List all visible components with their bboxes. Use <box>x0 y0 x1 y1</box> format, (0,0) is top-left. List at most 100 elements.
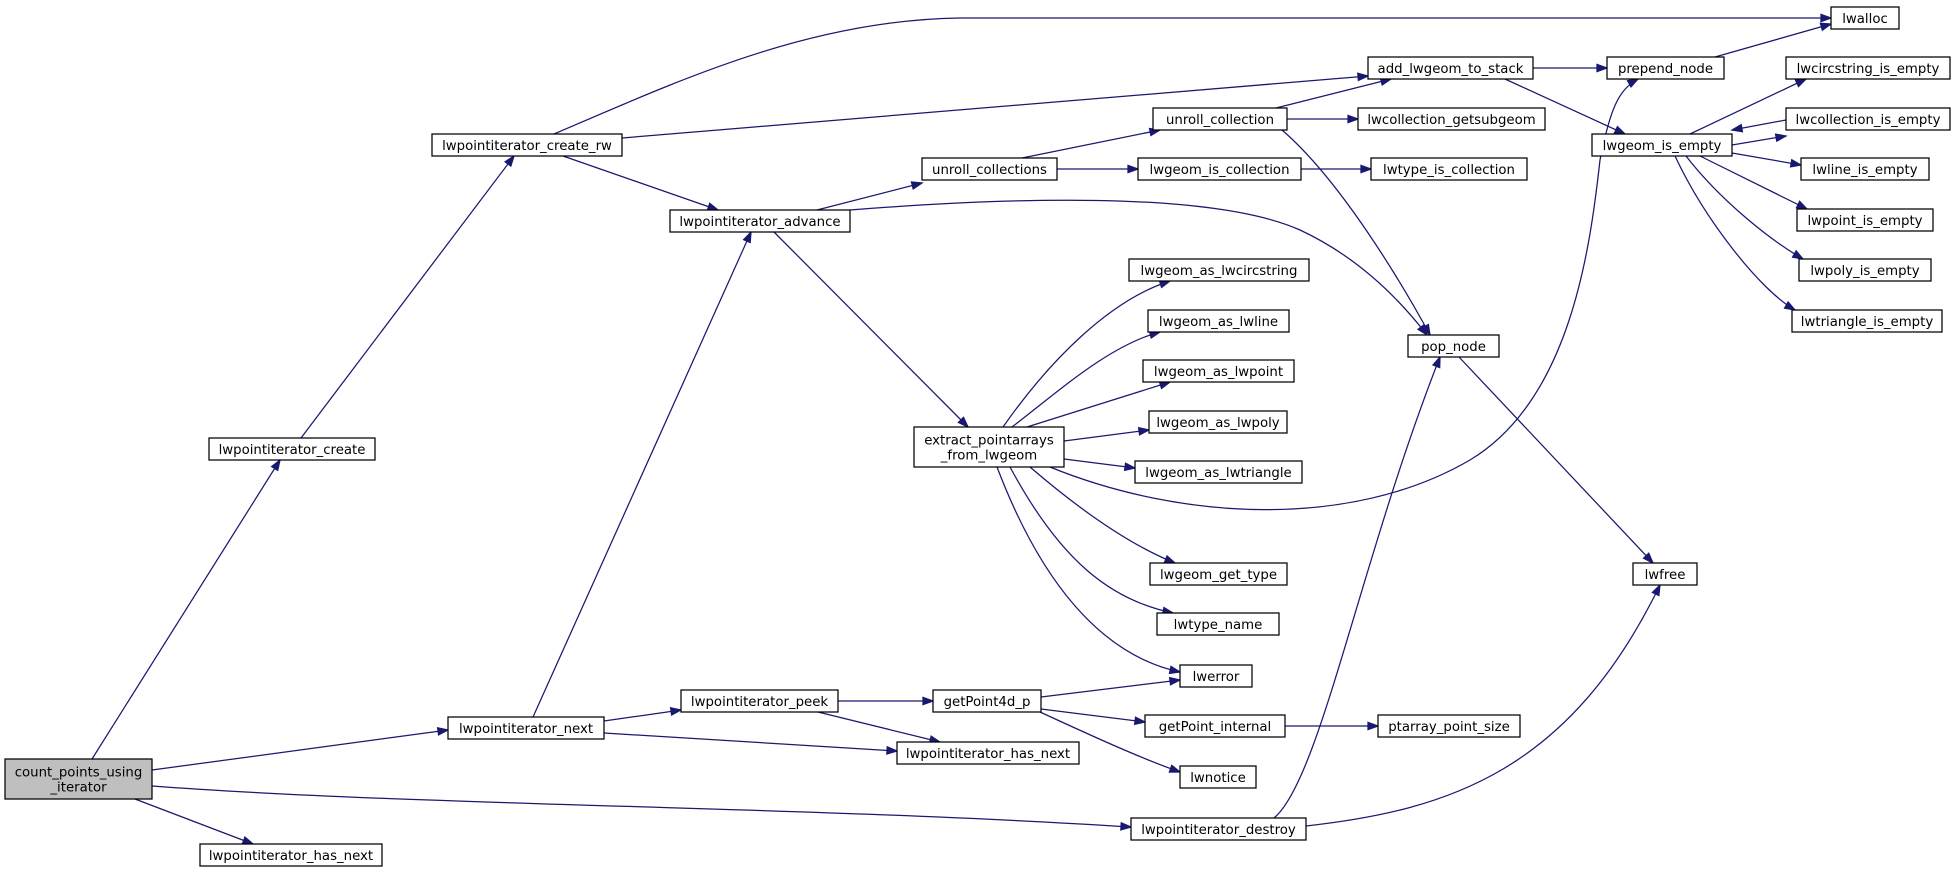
node-lwgeom-is-empty[interactable]: lwgeom_is_empty <box>1591 133 1733 157</box>
node-lwpointiterator-next[interactable]: lwpointiterator_next <box>447 716 605 740</box>
node-lwcircstring-is-empty[interactable]: lwcircstring_is_empty <box>1785 56 1951 80</box>
node-box[interactable] <box>1796 208 1934 232</box>
node-lwline-is-empty[interactable]: lwline_is_empty <box>1800 157 1930 181</box>
node-box[interactable] <box>1149 562 1288 586</box>
node-lwpointiterator-has-next-bottom[interactable]: lwpointiterator_has_next <box>199 843 383 867</box>
node-label: count_points_using <box>15 766 143 781</box>
node-box[interactable] <box>1134 460 1303 484</box>
arrowhead <box>1163 554 1177 564</box>
edge-lwcollection_is_empty-to-lwgeom_is_empty <box>1730 119 1787 133</box>
node-box[interactable] <box>1152 107 1288 131</box>
node-box[interactable] <box>1798 258 1932 282</box>
node-getPoint-internal[interactable]: getPoint_internal <box>1144 714 1286 738</box>
node-box[interactable] <box>1800 157 1930 181</box>
node-lwnotice[interactable]: lwnotice <box>1179 765 1257 789</box>
node-lwpoly-is-empty[interactable]: lwpoly_is_empty <box>1798 258 1932 282</box>
node-box[interactable] <box>1830 6 1900 30</box>
node-ptarray-point-size[interactable]: ptarray_point_size <box>1377 714 1521 738</box>
node-box[interactable] <box>1156 612 1280 636</box>
node-box[interactable] <box>208 437 376 461</box>
node-box[interactable] <box>4 758 153 800</box>
node-box[interactable] <box>1357 107 1546 131</box>
node-box[interactable] <box>1785 56 1951 80</box>
node-box[interactable] <box>1370 157 1528 181</box>
node-getPoint4d-p[interactable]: getPoint4d_p <box>932 689 1042 713</box>
node-box[interactable] <box>1591 133 1733 157</box>
node-box[interactable] <box>896 741 1080 765</box>
node-lwerror[interactable]: lwerror <box>1179 664 1253 688</box>
node-lwtriangle-is-empty[interactable]: lwtriangle_is_empty <box>1791 309 1943 333</box>
node-lwgeom-as-lwpoly[interactable]: lwgeom_as_lwpoly <box>1148 410 1288 434</box>
node-lwpointiterator-destroy[interactable]: lwpointiterator_destroy <box>1130 817 1307 841</box>
node-label: lwtype_name <box>1174 618 1263 633</box>
arrowhead <box>1431 355 1441 369</box>
node-lwpointiterator-peek[interactable]: lwpointiterator_peek <box>680 689 839 713</box>
node-box[interactable] <box>1148 410 1288 434</box>
node-add-lwgeom-to-stack[interactable]: add_lwgeom_to_stack <box>1367 56 1534 80</box>
edge-line <box>603 732 898 752</box>
node-box[interactable] <box>669 209 851 233</box>
node-lwtype-is-collection[interactable]: lwtype_is_collection <box>1370 157 1528 181</box>
node-lwcollection-getsubgeom[interactable]: lwcollection_getsubgeom <box>1357 107 1546 131</box>
node-lwgeom-as-lwline[interactable]: lwgeom_as_lwline <box>1147 309 1290 333</box>
node-prepend-node[interactable]: prepend_node <box>1606 56 1725 80</box>
node-unroll-collections[interactable]: unroll_collections <box>921 157 1058 181</box>
node-lwgeom-as-lwcircstring[interactable]: lwgeom_as_lwcircstring <box>1128 258 1310 282</box>
node-box[interactable] <box>1377 714 1521 738</box>
node-lwpointiterator-create[interactable]: lwpointiterator_create <box>208 437 376 461</box>
node-lwgeom-get-type[interactable]: lwgeom_get_type <box>1149 562 1288 586</box>
node-box[interactable] <box>1606 56 1725 80</box>
node-lwpointiterator-has-next-mid[interactable]: lwpointiterator_has_next <box>896 741 1080 765</box>
edge-lwpointiterator_create_rw-to-add_lwgeom_to_stack <box>621 72 1370 139</box>
node-box[interactable] <box>1632 562 1698 586</box>
node-count-points-using-iterator[interactable]: count_points_using_iterator <box>4 758 153 800</box>
node-box[interactable] <box>1367 56 1534 80</box>
node-lwalloc[interactable]: lwalloc <box>1830 6 1900 30</box>
node-box[interactable] <box>680 689 839 713</box>
node-pop-node[interactable]: pop_node <box>1407 334 1500 358</box>
node-unroll-collection[interactable]: unroll_collection <box>1152 107 1288 131</box>
node-box[interactable] <box>1785 107 1951 131</box>
edge-line <box>996 466 1181 673</box>
node-box[interactable] <box>1407 334 1500 358</box>
node-lwgeom-is-collection[interactable]: lwgeom_is_collection <box>1137 157 1302 181</box>
node-lwpointiterator-advance[interactable]: lwpointiterator_advance <box>669 209 851 233</box>
node-lwgeom-as-lwtriangle[interactable]: lwgeom_as_lwtriangle <box>1134 460 1303 484</box>
node-lwcollection-is-empty[interactable]: lwcollection_is_empty <box>1785 107 1951 131</box>
edge-lwgeom_is_empty-to-lwtriangle_is_empty <box>1674 155 1797 311</box>
call-edges <box>91 13 1833 845</box>
node-lwgeom-as-lwpoint[interactable]: lwgeom_as_lwpoint <box>1142 359 1295 383</box>
node-box[interactable] <box>447 716 605 740</box>
node-box[interactable] <box>913 426 1065 468</box>
node-label: lwgeom_as_lwline <box>1159 315 1278 330</box>
arrowhead <box>1794 78 1808 88</box>
node-extract-pointarrays-from-lwgeom[interactable]: extract_pointarrays_from_lwgeom <box>913 426 1065 468</box>
node-box[interactable] <box>1130 817 1307 841</box>
arrowhead <box>1730 123 1744 133</box>
edge-extract_pointarrays_from_lwgeom-to-lwtype_name <box>1009 466 1175 616</box>
node-label: unroll_collection <box>1166 113 1274 128</box>
node-box[interactable] <box>1144 714 1286 738</box>
edge-line <box>1504 78 1626 135</box>
node-box[interactable] <box>1142 359 1295 383</box>
node-box[interactable] <box>932 689 1042 713</box>
node-box[interactable] <box>431 133 623 157</box>
node-box[interactable] <box>1137 157 1302 181</box>
node-lwpoint-is-empty[interactable]: lwpoint_is_empty <box>1796 208 1934 232</box>
edge-lwpointiterator_advance-to-unroll_collections <box>816 181 924 211</box>
node-box[interactable] <box>1791 309 1943 333</box>
node-label: lwalloc <box>1842 12 1888 27</box>
edge-line <box>1674 155 1796 311</box>
node-lwtype-name[interactable]: lwtype_name <box>1156 612 1280 636</box>
node-lwfree[interactable]: lwfree <box>1632 562 1698 586</box>
node-box[interactable] <box>1147 309 1290 333</box>
node-box[interactable] <box>1179 664 1253 688</box>
edge-line <box>849 199 1428 336</box>
node-box[interactable] <box>1128 258 1310 282</box>
node-label: getPoint_internal <box>1159 720 1272 735</box>
node-box[interactable] <box>921 157 1058 181</box>
node-box[interactable] <box>199 843 383 867</box>
node-label: lwpointiterator_create_rw <box>442 139 612 154</box>
node-lwpointiterator-create-rw[interactable]: lwpointiterator_create_rw <box>431 133 623 157</box>
node-box[interactable] <box>1179 765 1257 789</box>
